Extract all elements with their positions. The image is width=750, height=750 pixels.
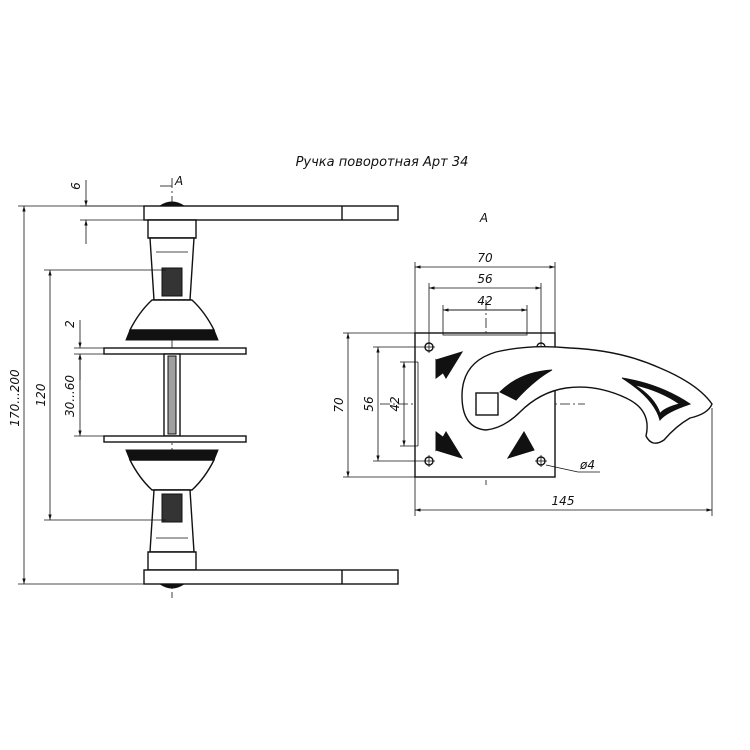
dim-plate-gap: 2 [63, 320, 104, 380]
dim-plate-height: 70 [332, 332, 415, 478]
dim-rose-thickness: 6 [69, 180, 148, 244]
square-spindle-hole [475, 392, 499, 416]
dim-inner-width: 42 [442, 294, 528, 336]
bottom-lever [103, 435, 399, 589]
lever-handle [461, 345, 713, 444]
drawing-title: Ручка поворотная Арт 34 [296, 155, 469, 170]
dim-label-2: 2 [63, 320, 77, 328]
dim-label-56-top: 56 [477, 272, 493, 286]
view-label-a: A [479, 211, 488, 225]
top-lever [103, 201, 399, 355]
dim-label-6: 6 [69, 182, 83, 190]
dim-overall-length: 170...200 [8, 205, 144, 585]
dim-rose-to-rose: 120 [34, 269, 166, 521]
dim-hole-spacing-h: 56 [428, 272, 542, 341]
section-marker-a: A [174, 174, 183, 188]
dim-label-70-top: 70 [477, 251, 493, 265]
dim-label-170-200: 170...200 [8, 369, 22, 427]
dim-label-42-left: 42 [388, 396, 402, 411]
dim-hole-diameter: ø4 [545, 458, 600, 473]
dim-label-30-60: 30...60 [63, 375, 77, 417]
spindle [163, 353, 181, 437]
dim-door-thickness: 30...60 [63, 354, 104, 437]
dim-label-145: 145 [552, 494, 575, 508]
dim-handle-length: 145 [414, 408, 713, 516]
dim-label-120: 120 [34, 383, 48, 406]
dim-label-70-left: 70 [332, 397, 346, 413]
dim-label-42-top: 42 [477, 294, 492, 308]
dim-plate-width: 70 [414, 251, 556, 333]
front-view: A [332, 211, 713, 516]
dim-hole-spacing-v: 56 [362, 346, 423, 462]
side-view: A [8, 174, 399, 598]
dim-label-56-left: 56 [362, 396, 376, 412]
dim-inner-height: 42 [388, 361, 419, 447]
dim-label-diameter: ø4 [579, 458, 595, 472]
